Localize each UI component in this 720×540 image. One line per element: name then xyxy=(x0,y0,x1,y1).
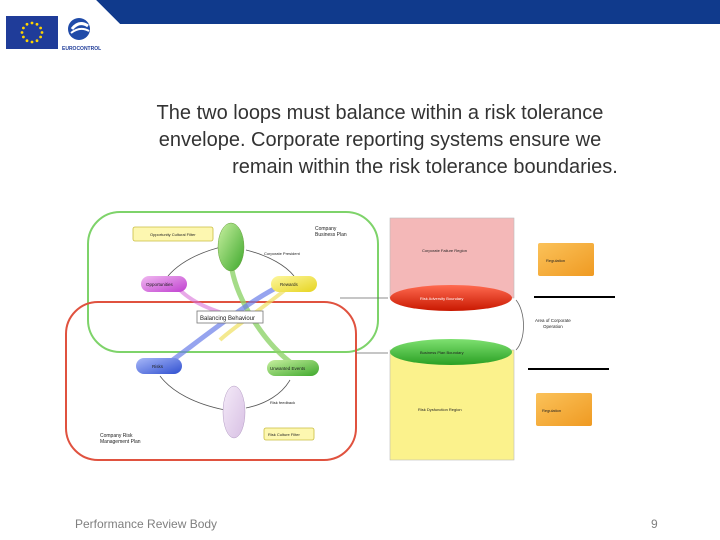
risk-culture-label: Risk Culture Filter xyxy=(268,432,300,437)
area-corporate-operation-label: Area of Corporate Operation xyxy=(535,318,572,329)
risk-culture-box xyxy=(263,427,315,441)
corporate-failure-label: Corporate Failure Region xyxy=(422,248,467,253)
rewards-label: Rewards xyxy=(280,282,299,287)
rewards-pill xyxy=(271,276,317,292)
corporate-president-label: Corporate President xyxy=(264,251,301,256)
company-business-plan-label: Company Business Plan xyxy=(315,226,347,238)
arrow-rewards xyxy=(245,249,295,277)
title-line-3: remain within the risk tolerance boundar… xyxy=(232,156,618,178)
title-line-1: The two loops must balance within a risk… xyxy=(156,102,604,124)
regulator-box-bottom xyxy=(536,393,592,426)
company-risk-plan-label: Company Risk Management Plan xyxy=(100,433,141,445)
arrow-risks xyxy=(159,375,226,411)
opportunities-pill xyxy=(141,276,187,292)
opportunity-culture-box xyxy=(132,226,214,242)
eurocontrol-logo: EUROCONTROL xyxy=(62,14,102,54)
eu-flag-logo xyxy=(6,16,58,49)
eurocontrol-caption: EUROCONTROL xyxy=(62,46,101,52)
footer-organization: Performance Review Body xyxy=(75,517,218,531)
regulator-bottom-label: Regulation xyxy=(542,408,561,413)
arrow-opportunities xyxy=(167,245,226,277)
risk-adversity-label: Risk Adversity Boundary xyxy=(420,296,463,301)
lilac-pill xyxy=(222,385,246,439)
risk-dysfunction-label: Risk Dysfunction Region xyxy=(418,407,462,412)
opportunities-label: Opportunities xyxy=(146,282,174,287)
risk-dysfunction-region xyxy=(389,349,515,461)
bracket-right xyxy=(515,299,524,351)
balancing-behaviour-label: Balancing Behaviour xyxy=(200,316,255,322)
arrow-risk-feedback xyxy=(245,379,291,409)
green-pill xyxy=(217,222,245,272)
balancing-behaviour-box xyxy=(196,310,264,324)
slide-title: The two loops must balance within a risk… xyxy=(100,100,660,181)
risk-feedback-label: Risk feedback xyxy=(270,400,295,405)
business-plan-loop xyxy=(87,211,379,353)
corporate-failure-region xyxy=(389,217,515,299)
risk-adversity-band xyxy=(390,285,512,311)
risk-management-loop xyxy=(65,301,357,461)
unwanted-events-pill xyxy=(267,360,319,376)
regulator-box-top xyxy=(538,243,594,276)
business-plan-band xyxy=(390,339,512,365)
unwanted-events-label: Unwanted Events xyxy=(270,366,306,371)
header-bar xyxy=(0,0,720,24)
opportunity-culture-label: Opportunity Cultural Filter xyxy=(150,232,196,237)
risks-label: Risks xyxy=(152,364,164,369)
title-line-2: envelope. Corporate reporting systems en… xyxy=(158,129,602,151)
regulator-top-label: Regulation xyxy=(546,258,565,263)
business-plan-boundary-label: Business Plan Boundary xyxy=(420,350,464,355)
risks-pill xyxy=(136,358,182,374)
page-number: 9 xyxy=(651,517,658,531)
